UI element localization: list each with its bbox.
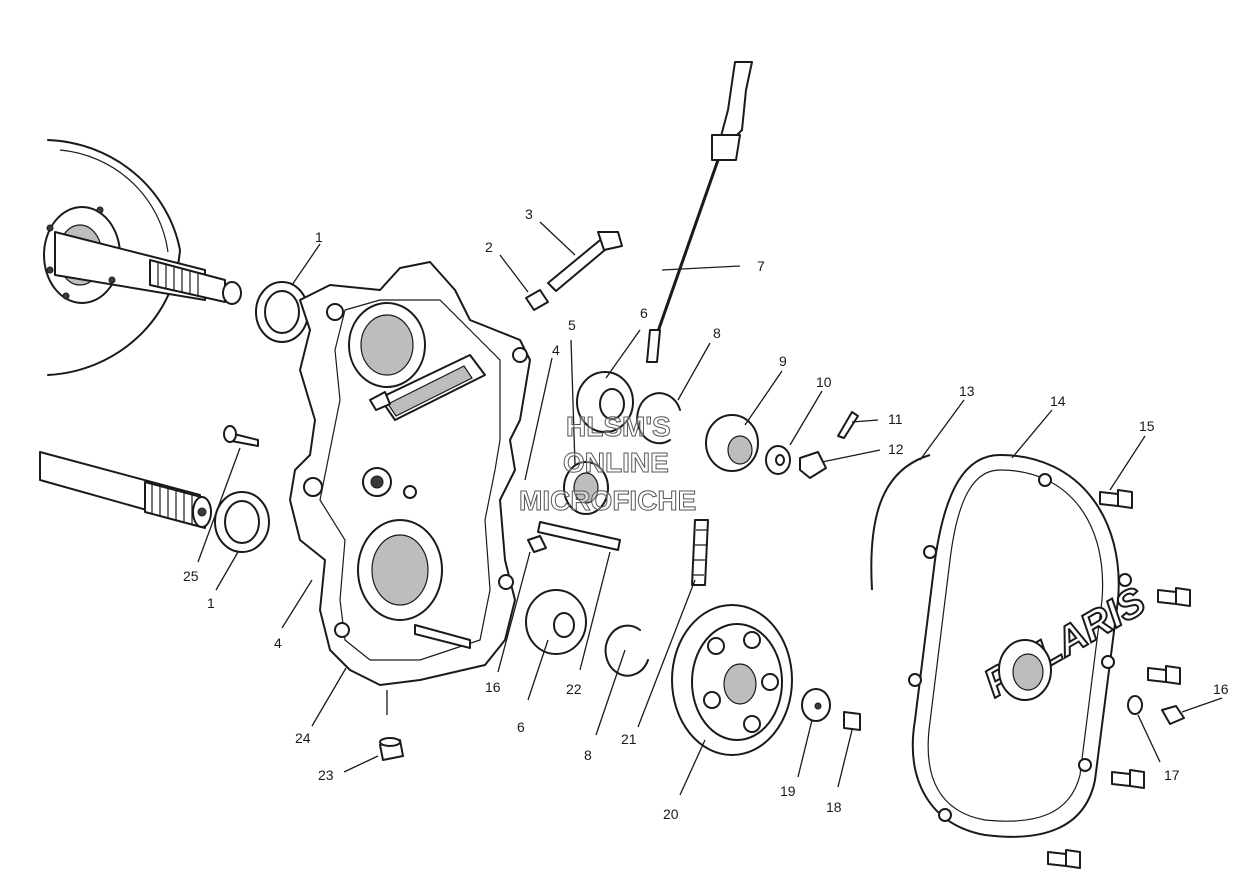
oil-seal-upper [255,281,309,343]
callout-19: 19 [780,783,796,799]
sprocket-9 [705,414,759,472]
callout-6-lower: 6 [517,719,525,735]
callout-12: 12 [888,441,904,457]
callout-8-lower: 8 [584,747,592,763]
washer-10 [765,445,791,475]
cover-bolts-15 [1047,489,1191,869]
callout-4-upper: 4 [552,342,560,358]
chain-tensioner-5 [563,461,609,515]
chain-21 [691,519,709,586]
callout-17: 17 [1164,767,1180,783]
dipstick-7 [646,61,753,363]
watermark: HLSM'S ONLINE MICROFICHE [519,411,697,517]
callout-25: 25 [183,568,199,584]
watermark-line-1: HLSM'S [566,411,671,442]
leader-lines [197,221,1223,796]
bolt-18 [843,711,861,731]
pin-25 [223,425,259,447]
callout-9: 9 [779,353,787,369]
oil-seal-lower [214,491,270,553]
callout-18: 18 [826,799,842,815]
watermark-line-3: MICROFICHE [519,485,696,516]
jackshaft [39,451,212,529]
bearing-6-lower [525,589,587,655]
callout-16-left: 16 [485,679,501,695]
castle-nut-12 [799,451,827,479]
nut-2 [525,289,549,311]
callout-20: 20 [663,806,679,822]
drain-plug-23 [379,737,404,761]
nut-16-right [1161,705,1185,725]
chaincase-housing [289,261,531,686]
callout-7: 7 [757,258,765,274]
callout-13: 13 [959,383,975,399]
callout-2: 2 [485,239,493,255]
callout-6-upper: 6 [640,305,648,321]
callout-15: 15 [1139,418,1155,434]
gasket-13 [870,454,931,591]
shaft-22 [537,521,621,551]
callout-3: 3 [525,206,533,222]
callout-1-upper: 1 [315,229,323,245]
cotter-pin-11 [837,411,859,439]
callout-16-right: 16 [1213,681,1229,697]
callout-24: 24 [295,730,311,746]
callout-14: 14 [1050,393,1066,409]
callout-5: 5 [568,317,576,333]
callout-10: 10 [816,374,832,390]
callout-8-upper: 8 [713,325,721,341]
washer-19 [801,688,831,722]
callout-21: 21 [621,731,637,747]
brake-disc-shaft [43,139,242,376]
callout-11: 11 [888,411,903,427]
callout-23: 23 [318,767,334,783]
callout-1-lower: 1 [207,595,215,611]
snap-ring-8-lower [604,624,649,677]
watermark-line-2: ONLINE [563,447,669,478]
bearing-6-upper [576,371,634,433]
gear-20 [671,604,793,756]
washer-17 [1127,695,1143,715]
callout-4-lower: 4 [274,635,282,651]
callout-labels: 1 2 3 4 5 6 7 8 9 10 11 12 13 14 15 16 1… [183,206,1229,822]
callout-22: 22 [566,681,582,697]
snap-ring-8-upper [636,392,681,445]
bolt-3 [547,231,623,292]
nut-16-left [527,535,547,553]
